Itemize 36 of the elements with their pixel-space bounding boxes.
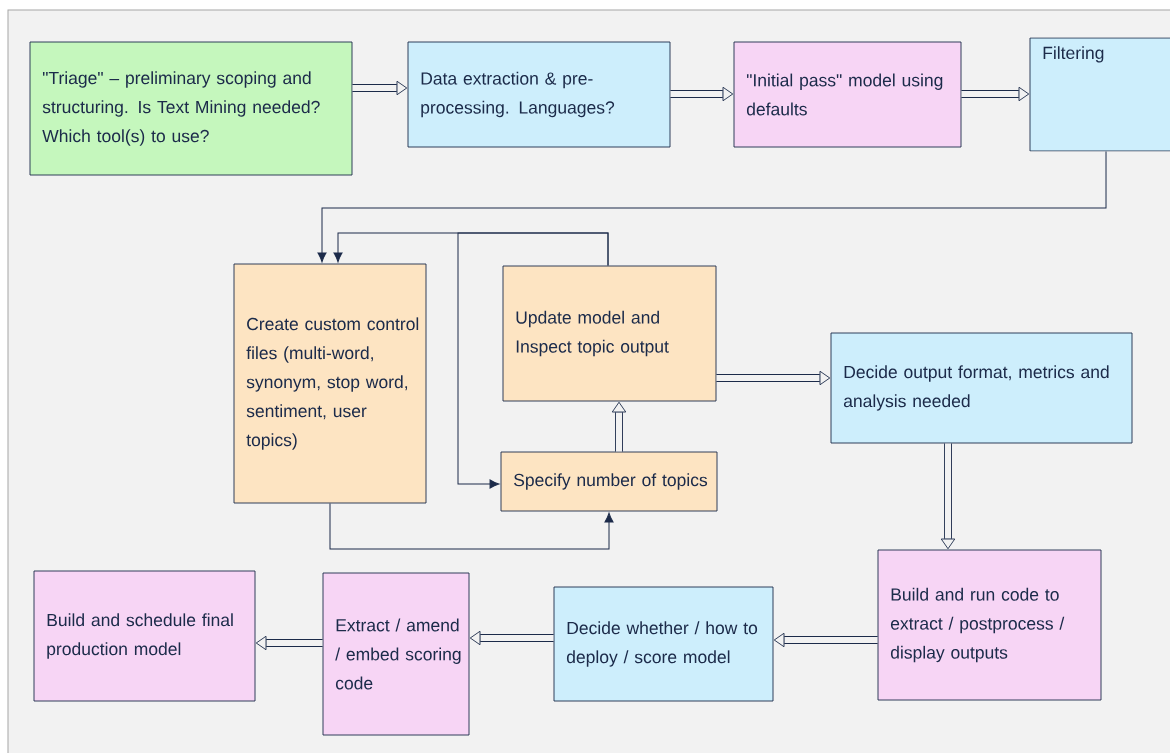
block-arrow <box>611 401 627 452</box>
block-arrow <box>352 80 408 96</box>
process-box <box>733 41 962 148</box>
block-arrow <box>940 443 956 550</box>
process-box <box>830 332 1133 444</box>
box-text: Extract / amend / embed scoring code <box>335 618 461 690</box>
box-text: Update model and Inspect topic output <box>516 310 669 357</box>
connector-arrow <box>317 150 1107 263</box>
process-box <box>500 451 718 512</box>
block-arrow <box>255 635 323 651</box>
block-arrow <box>773 632 878 648</box>
box-text: Data extraction & pre-processing. Languages? <box>421 71 615 118</box>
box-text: Filtering <box>1043 46 1104 63</box>
process-box <box>407 41 671 148</box>
process-box <box>29 41 353 176</box>
box-text: "Initial pass" model using defaults <box>746 73 943 116</box>
box-text: Decide whether / how to deploy / score model <box>566 621 758 667</box>
process-box <box>322 572 470 736</box>
process-box <box>33 570 256 702</box>
connector-arrow <box>329 502 614 550</box>
process-box <box>233 263 427 504</box>
block-arrow <box>961 86 1030 102</box>
process-box <box>877 549 1102 701</box>
box-text: Create custom control files (multi-word, synonym, stop word, sentiment, user topics) <box>246 317 419 450</box>
box-text: Decide output format, metrics and analysis needed <box>843 365 1109 411</box>
box-text: Build and run code to extract / postprocess / display outputs <box>890 587 1065 663</box>
connector-arrow <box>457 232 609 489</box>
process-box <box>553 586 774 702</box>
box-text: Build and schedule final production model <box>47 613 233 659</box>
block-arrow <box>716 370 831 386</box>
block-arrow <box>469 630 554 646</box>
box-text: "Triage" – preliminary scoping and structuring. Is Text Mining needed? Which tool(s) to use? <box>42 71 320 146</box>
block-arrow <box>670 86 734 102</box>
process-box <box>1029 37 1170 152</box>
process-box <box>502 265 717 402</box>
box-text: Specify number of topics <box>514 473 708 490</box>
